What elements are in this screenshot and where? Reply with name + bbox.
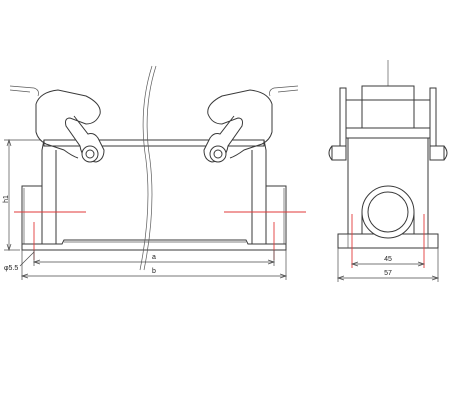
dim-45-arrow-left <box>350 261 359 267</box>
dim-a-label: a <box>152 254 156 261</box>
cable-entry-inner <box>367 191 409 233</box>
bottom-plate <box>21 239 287 251</box>
front-view: h1 φ5.5 a b <box>3 65 306 280</box>
break-line-2 <box>143 65 157 271</box>
left-pivot-hole <box>85 149 95 159</box>
h1-arrow-top <box>6 138 12 147</box>
right-pivot-pin <box>209 145 227 163</box>
dim-45-arrow-right <box>417 261 426 267</box>
side-upper-frame <box>346 99 430 139</box>
hole-dia-label: φ5.5 <box>4 265 18 272</box>
right-lever <box>203 89 273 163</box>
side-top-cap <box>361 85 415 101</box>
side-view: 45 57 <box>328 60 448 282</box>
right-lever-wire-2 <box>277 89 299 93</box>
right-lever-outline <box>229 104 273 159</box>
left-lever <box>35 89 105 163</box>
left-lever-wire <box>9 85 39 97</box>
left-pivot-pin <box>81 145 99 163</box>
right-pivot-hole <box>213 149 223 159</box>
left-lever-outline <box>35 104 79 159</box>
cable-entry-neck <box>361 212 415 234</box>
h1-arrow-bottom <box>6 243 12 252</box>
base-flange <box>21 139 287 251</box>
left-lever-wire-2 <box>9 89 31 93</box>
dim-a-arrow-left <box>32 259 41 265</box>
side-pivot-left <box>331 145 347 161</box>
dim-57-arrow-right <box>431 275 440 281</box>
dim-57-arrow-left <box>336 275 345 281</box>
right-lever-wire <box>269 85 299 97</box>
housing-body <box>41 186 267 246</box>
h1-label: h1 <box>3 195 10 203</box>
cable-entry-outer <box>361 185 415 239</box>
dim-45-label: 45 <box>384 256 392 263</box>
dim-b-label: b <box>152 268 156 275</box>
side-pivot-right-cap <box>443 145 448 161</box>
dim-b-arrow-right <box>279 273 288 279</box>
housing-top-edge <box>55 150 253 244</box>
dim-b-arrow-left <box>20 273 29 279</box>
break-line <box>139 65 153 271</box>
side-pivot-left-cap <box>328 145 333 161</box>
dim-a-arrow-right <box>267 259 276 265</box>
side-pivot-right <box>429 145 445 161</box>
dim-57-label: 57 <box>384 270 392 277</box>
